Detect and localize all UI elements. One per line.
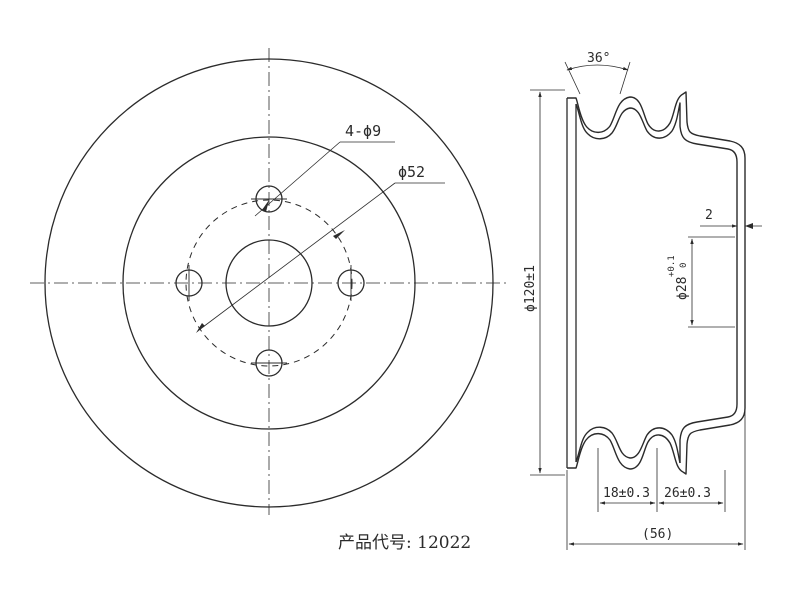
groove-angle-label: 36° (587, 51, 610, 66)
front-view: 4-ϕ9 ϕ52 (30, 48, 510, 515)
lower-groove-inner-profile (575, 426, 681, 464)
bolt-circle-leader (202, 182, 396, 328)
side-view: ϕ120±1 36° 2 ϕ28 +0.1 0 18±0.3 26±0.3 (5… (523, 51, 762, 550)
bore-tolerance-lower: 0 (679, 263, 689, 268)
hub-face-circle (122, 136, 416, 430)
lower-groove-profile (567, 432, 684, 473)
product-code-label: 产品代号: 12022 (338, 533, 471, 553)
bore-tolerance-upper: +0.1 (667, 255, 677, 277)
upper-groove-profile (567, 91, 746, 475)
groove-angle-arc (566, 64, 629, 71)
bolt-circle-label: ϕ52 (398, 163, 425, 181)
overall-width-label: (56) (642, 527, 673, 542)
groove-pitch-1-label: 18±0.3 (603, 486, 650, 501)
thickness-label: 2 (705, 208, 713, 223)
groove-pitch-2-label: 26±0.3 (664, 486, 711, 501)
bolt-holes-label: 4-ϕ9 (345, 122, 381, 140)
upper-groove-inner-profile (575, 102, 738, 463)
bore-label: ϕ28 (675, 277, 690, 300)
bolt-hole-leader (254, 141, 341, 217)
central-bore-circle (225, 239, 313, 327)
outer-diameter-label: ϕ120±1 (523, 265, 538, 312)
outer-rim-circle (44, 58, 494, 508)
